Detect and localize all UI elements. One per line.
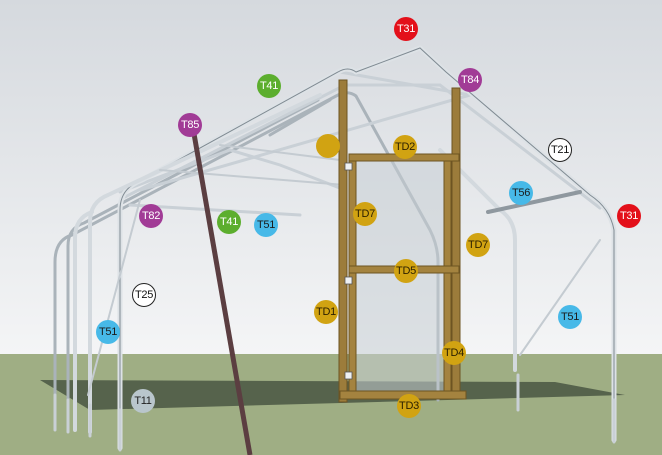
part-label-td4: TD4 [442, 341, 466, 365]
part-label-unlabeled [316, 134, 340, 158]
door-stile-left [348, 153, 357, 397]
part-label-t31-top: T31 [394, 17, 418, 41]
diagonal-brace [190, 127, 253, 455]
part-label-td1: TD1 [314, 300, 338, 324]
part-label-td7-right: TD7 [466, 233, 490, 257]
part-label-t51-right: T51 [558, 305, 582, 329]
door-post-left [338, 79, 348, 403]
part-label-td3: TD3 [397, 394, 421, 418]
sky-background [0, 0, 662, 355]
part-label-td2: TD2 [393, 135, 417, 159]
part-label-t85: T85 [178, 113, 202, 137]
part-label-t82: T82 [139, 204, 163, 228]
part-label-t51-mid: T51 [254, 213, 278, 237]
door-hinges [344, 162, 353, 380]
braces [87, 144, 601, 396]
part-label-t21: T21 [548, 138, 572, 162]
ground-pegs [53, 373, 616, 452]
part-label-td5: TD5 [394, 259, 418, 283]
part-label-t41-low: T41 [217, 210, 241, 234]
floor-shadow [40, 380, 625, 410]
part-label-t56: T56 [509, 181, 533, 205]
part-label-t51-left: T51 [96, 320, 120, 344]
part-label-t25: T25 [132, 283, 156, 307]
part-label-t41-top: T41 [257, 74, 281, 98]
part-label-t84: T84 [458, 68, 482, 92]
front-arch-outline [119, 47, 615, 449]
part-label-td7-left: TD7 [353, 202, 377, 226]
part-label-t11: T11 [131, 389, 155, 413]
part-label-t31-right: T31 [617, 204, 641, 228]
